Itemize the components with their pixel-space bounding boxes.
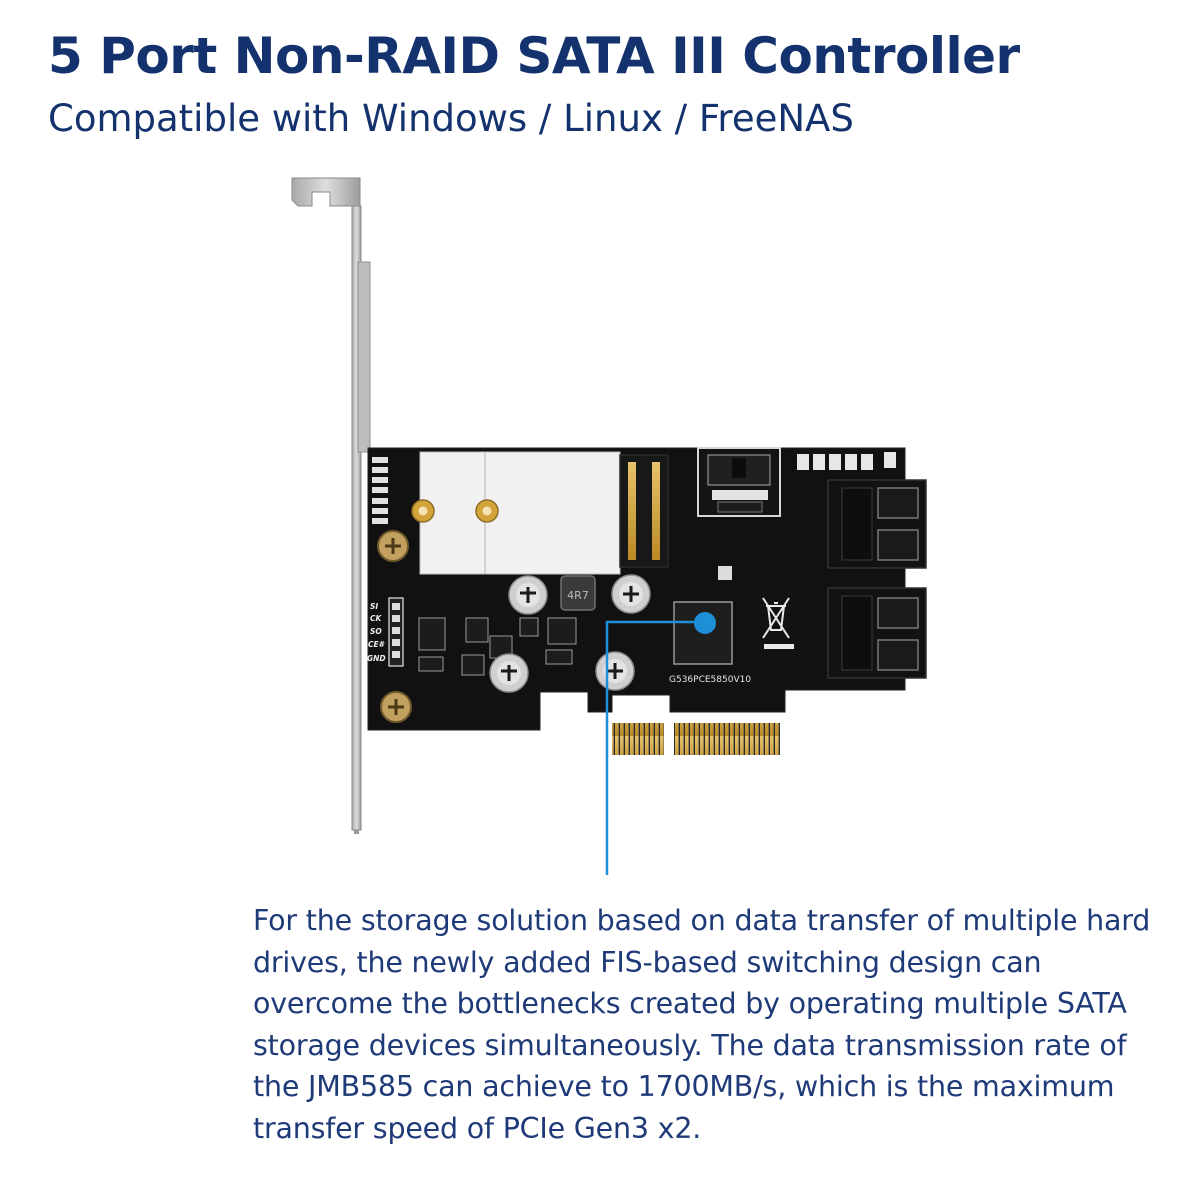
header-label-ck: CK: [370, 614, 383, 623]
weee-crossed-bin-icon: [762, 597, 794, 649]
mounting-screw-bottom: [380, 691, 412, 723]
electrolytic-capacitors: [489, 574, 651, 693]
header-label-si: SI: [370, 602, 378, 611]
inductor-label: 4R7: [567, 589, 589, 602]
feature-description: For the storage solution based on data t…: [253, 904, 1151, 1145]
m2-slot-area: [411, 451, 669, 575]
small-ic-components: [418, 617, 577, 676]
sata-ports-right: [827, 479, 927, 679]
led-pads: [372, 457, 388, 524]
sata-port-top: [697, 447, 781, 517]
header-label-ce: CE#: [368, 640, 385, 649]
header-label-gnd: GND: [367, 654, 386, 663]
spi-header: [388, 597, 404, 667]
pcie-gold-contacts: [612, 723, 780, 755]
header-label-so: SO: [370, 627, 382, 636]
callout-leader: [605, 620, 702, 875]
sata-led-array: [797, 452, 896, 470]
product-image: SI CK SO CE# GND 4R7: [280, 170, 960, 890]
callout-dot-icon: [694, 612, 716, 634]
power-inductor: 4R7: [560, 575, 596, 611]
pci-bracket: [291, 177, 371, 834]
mounting-screw-top: [377, 530, 409, 562]
chip-marking: G536PCE5850V10: [669, 675, 751, 685]
page-subtitle: Compatible with Windows / Linux / FreeNA…: [48, 97, 854, 140]
page-title: 5 Port Non-RAID SATA III Controller: [48, 27, 1020, 85]
